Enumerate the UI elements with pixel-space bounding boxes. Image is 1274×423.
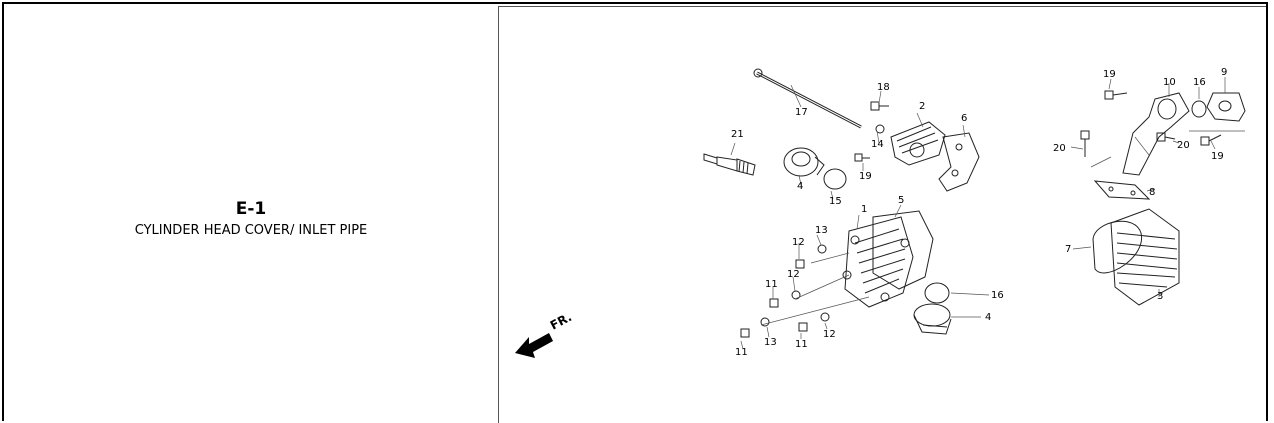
bolt-18-part [870,101,889,111]
callout-19-right: 19 [1211,151,1224,162]
gasket-8-part [1093,180,1151,200]
callout-13-b: 13 [764,337,777,348]
callout-11-b: 11 [735,347,748,358]
callout-15: 15 [829,196,842,207]
callout-10: 10 [1163,77,1176,88]
o-ring-15-part [823,168,847,190]
exploded-parts-diagram: FR. 1 2 3 4 4 5 6 7 8 9 10 11 11 11 12 1… [498,6,1266,423]
callout-8: 8 [1149,187,1155,198]
insulator-9-part [1206,92,1246,122]
callout-12-a: 12 [792,237,805,248]
washer-14-part [875,124,885,134]
callout-19-left: 19 [859,171,872,182]
section-code: E-1 [235,199,267,219]
callout-19-top: 19 [1103,69,1116,80]
o-ring-7-part [1092,220,1142,274]
section-title: CYLINDER HEAD COVER/ INLET PIPE [134,223,368,238]
bolt-19-left-part [854,153,870,162]
callout-16-lower: 16 [991,290,1004,301]
stud-bolt-part [753,68,862,129]
callout-20-right: 20 [1177,140,1190,151]
leader-lines [730,77,1245,350]
callout-14: 14 [871,139,884,150]
spark-plug-part [703,153,756,176]
callout-5: 5 [898,195,904,206]
finned-cylinder-part [1110,208,1180,306]
callout-11-c: 11 [795,339,808,350]
callout-1: 1 [861,204,867,215]
section-header-panel: E-1 CYLINDER HEAD COVER/ INLET PIPE [4,4,498,423]
inlet-pipe-part [1122,92,1190,176]
callout-16-right: 16 [1193,77,1206,88]
callout-2: 2 [919,101,925,112]
oil-cap-upper-part [783,147,825,177]
front-direction-arrow: FR. [515,310,574,358]
callout-12-b: 12 [787,269,800,280]
callout-6: 6 [961,113,967,124]
fastener-set-part [740,244,830,338]
bolt-19-right-part [1200,134,1222,146]
o-ring-16-part [924,282,950,304]
callout-13-a: 13 [815,225,828,236]
head-gasket-part [872,210,934,290]
callout-7: 7 [1065,244,1071,255]
callout-21: 21 [731,129,744,140]
o-ring-16-right-part [1191,100,1207,118]
direction-label: FR. [548,310,574,333]
callout-17: 17 [795,107,808,118]
callout-11-a: 11 [765,279,778,290]
callout-18: 18 [877,82,890,93]
callout-labels: 1 2 3 4 4 5 6 7 8 9 10 11 11 11 12 12 12… [731,67,1227,358]
callout-20-left: 20 [1053,143,1066,154]
gasket-plate-part [938,132,980,192]
oil-cap-lower-part [913,303,952,335]
callout-12-c: 12 [823,329,836,340]
bolt-19-top-part [1104,90,1128,100]
callout-9: 9 [1221,67,1227,78]
bolt-20-part [1080,130,1176,157]
callout-4-upper: 4 [797,181,803,192]
callout-4-lower: 4 [985,312,991,323]
parts-diagram-svg: FR. 1 2 3 4 4 5 6 7 8 9 10 11 11 11 12 1… [515,67,1246,358]
callout-3: 3 [1157,291,1163,302]
cover-plate-part [890,121,946,166]
cylinder-head-cover-part [842,216,914,308]
